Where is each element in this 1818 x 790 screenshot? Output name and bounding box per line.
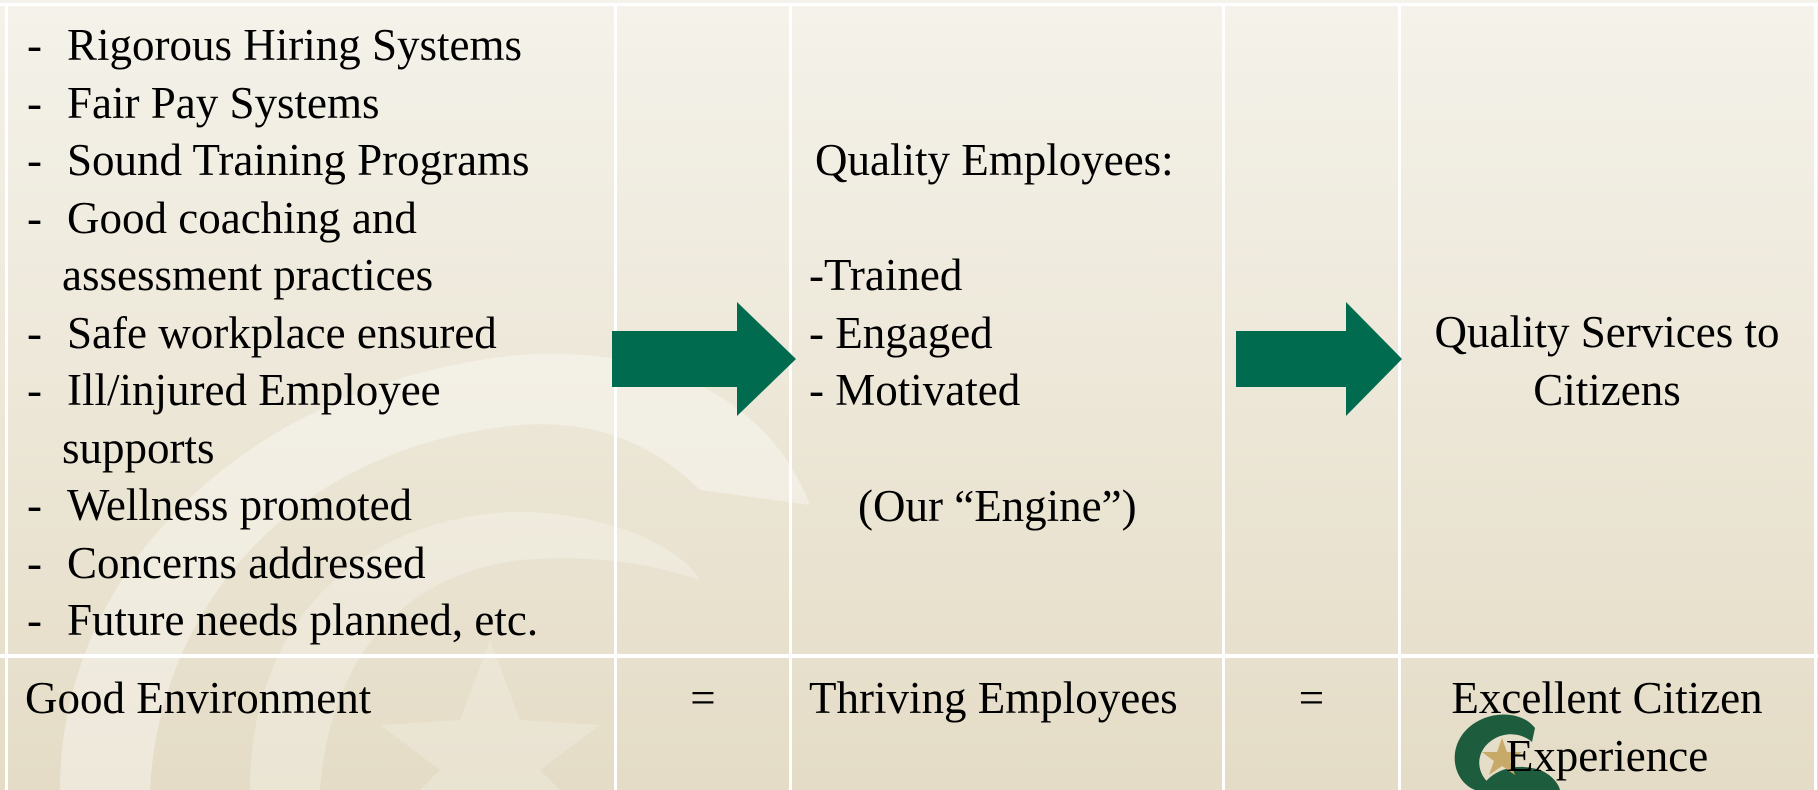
right-arrow-icon — [612, 302, 796, 416]
quality-services-line1: Quality Services to — [1434, 307, 1780, 357]
grid-right-border — [1814, 3, 1817, 790]
list-item-text: Sound Training Programs — [67, 135, 530, 185]
quality-employees-heading: Quality Employees: — [815, 135, 1174, 185]
grid-column-divider — [1398, 3, 1401, 790]
environment-factors-cell: Rigorous Hiring Systems Fair Pay Systems… — [27, 17, 538, 650]
list-item-text: Concerns addressed — [67, 537, 426, 588]
list-item-text: Ill/injured Employee — [67, 365, 441, 415]
list-item-text: Future needs planned, etc. — [67, 595, 539, 645]
list-item: Concerns addressed — [27, 535, 538, 593]
environment-factors-list: Rigorous Hiring Systems Fair Pay Systems… — [27, 17, 538, 650]
list-item-text: Fair Pay Systems — [67, 77, 380, 128]
good-environment-label: Good Environment — [25, 673, 372, 723]
list-item: Rigorous Hiring Systems — [27, 17, 538, 75]
excellent-citizen-experience-cell: Excellent Citizen Experience — [1400, 670, 1814, 785]
excellent-citizen-line2: Experience — [1505, 730, 1709, 781]
list-item: Future needs planned, etc. — [27, 592, 538, 650]
right-arrow-icon — [1236, 302, 1402, 416]
grid-top-border — [0, 3, 1818, 6]
quality-services-cell: Quality Services to Citizens — [1400, 304, 1814, 419]
list-item: -Trained — [809, 250, 963, 300]
list-item-text: Safe workplace ensured — [67, 307, 497, 358]
list-item: Ill/injured Employee supports — [27, 362, 538, 477]
excellent-citizen-line1: Excellent Citizen — [1451, 673, 1763, 723]
engine-note: (Our “Engine”) — [858, 481, 1137, 531]
county-logo-icon — [1454, 714, 1560, 790]
list-item: Safe workplace ensured — [27, 305, 538, 363]
grid-row-divider — [0, 654, 1818, 658]
grid-column-divider — [1222, 3, 1225, 790]
list-item-text: Wellness promoted — [67, 480, 413, 530]
list-item-text: Rigorous Hiring Systems — [67, 20, 523, 70]
list-item: Good coaching and assessment practices — [27, 190, 538, 305]
quality-services-line2: Citizens — [1533, 364, 1681, 415]
equals-sign: = — [1298, 673, 1325, 723]
thriving-employees-label: Thriving Employees — [809, 673, 1178, 723]
quality-employees-list: -Trained - Engaged - Motivated — [809, 247, 1020, 420]
list-item-text-continued: assessment practices — [62, 250, 434, 300]
list-item: - Motivated — [809, 365, 1021, 415]
list-item: Fair Pay Systems — [27, 75, 538, 133]
list-item: Wellness promoted — [27, 477, 538, 535]
list-item: Sound Training Programs — [27, 132, 538, 190]
list-item-text-continued: supports — [62, 422, 215, 473]
list-item-text: Good coaching and — [67, 192, 417, 243]
grid-column-divider — [614, 3, 617, 790]
equals-sign: = — [690, 673, 716, 723]
grid-column-divider — [789, 3, 792, 790]
list-item: - Engaged — [809, 307, 993, 358]
grid-left-border — [5, 3, 8, 790]
